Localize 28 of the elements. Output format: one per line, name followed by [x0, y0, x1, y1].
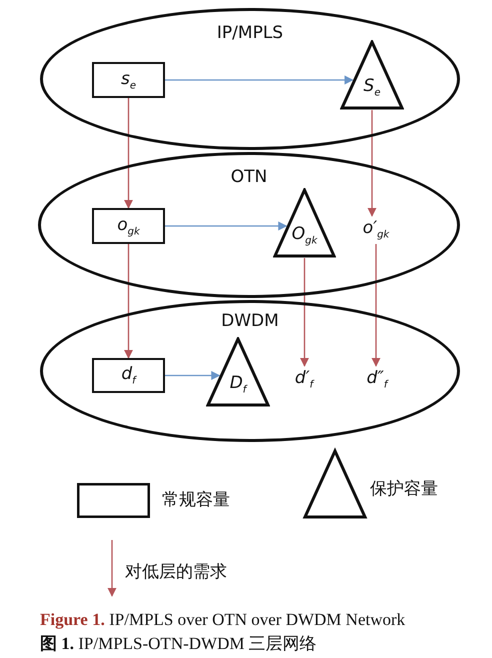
capacity-box: d$_{f}$ — [92, 358, 165, 393]
arrow — [124, 244, 134, 359]
layer-ellipse — [40, 8, 460, 150]
legend-label: 对低层的需求 — [125, 561, 227, 583]
layer-ellipse — [38, 152, 460, 298]
layer-ellipse — [40, 300, 460, 442]
arrow — [300, 258, 310, 367]
layer-title: DWDM — [220, 311, 280, 331]
capacity-box: o$_{gk}$ — [92, 208, 165, 244]
protection-triangle: O$_{gk}$ — [273, 188, 336, 258]
caption: Figure 1. IP/MPLS over OTN over DWDM Network — [40, 610, 406, 630]
capacity-box: s$_{e}$ — [92, 62, 165, 98]
protection-triangle: D$_{f}$ — [206, 337, 270, 407]
legend-label: 保护容量 — [370, 478, 438, 500]
arrow — [165, 75, 354, 85]
arrow — [124, 98, 134, 209]
caption: 图 1. IP/MPLS-OTN-DWDM 三层网络 — [40, 633, 317, 655]
layer-title: OTN — [230, 167, 268, 187]
arrow — [165, 370, 220, 380]
protection-triangle: S$_{e}$ — [340, 40, 404, 110]
node-label: o′$_{gk}$ — [360, 214, 392, 244]
arrow — [165, 221, 288, 231]
arrow — [367, 110, 377, 217]
legend-label: 常规容量 — [162, 489, 230, 511]
layer-title: IP/MPLS — [216, 23, 284, 43]
node-label: d″$_{f}$ — [360, 364, 394, 394]
node-label: d′$_{f}$ — [290, 364, 318, 394]
arrow — [371, 244, 381, 367]
